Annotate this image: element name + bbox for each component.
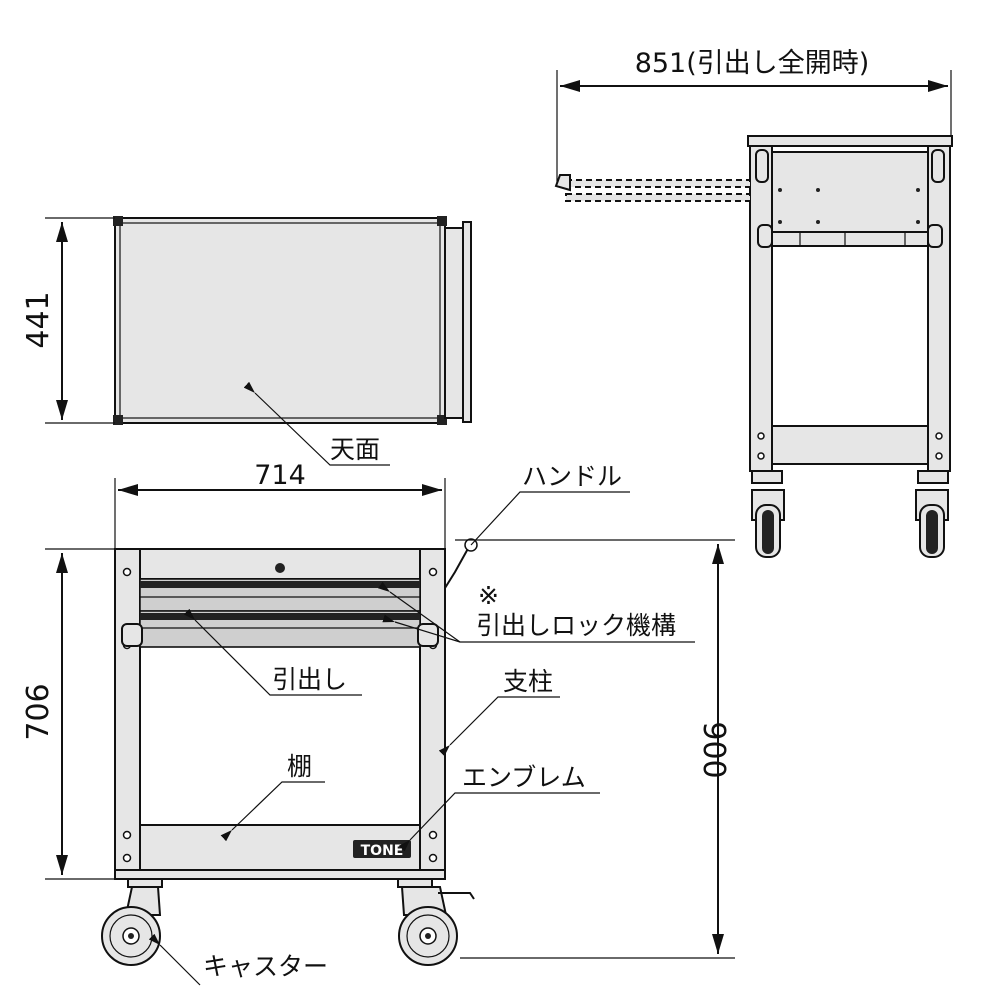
top-surface-panel <box>114 217 446 424</box>
caster-leader <box>148 933 201 986</box>
drawer-lock-label: 引出しロック機構 <box>476 611 676 640</box>
front-view: 714 TONE <box>21 460 735 986</box>
caster-right <box>397 878 475 966</box>
shelf-label: 棚 <box>287 752 312 781</box>
handle-label: ハンドル <box>522 462 622 491</box>
handle-leader <box>470 491 630 546</box>
side-post-rear <box>927 145 951 472</box>
depth-dimension-label: 441 <box>21 291 56 348</box>
side-caster-rear <box>915 470 949 558</box>
left-post <box>114 548 141 880</box>
corner-cap <box>113 415 123 425</box>
total-height-dimension-label: 900 <box>696 721 731 778</box>
emblem-label: エンブレム <box>462 763 586 792</box>
lock-keyhole <box>275 563 285 573</box>
drawer-label: 引出し <box>272 665 347 694</box>
top-surface-inner <box>119 222 441 419</box>
shelf <box>139 824 421 871</box>
top-view: 441 天面 <box>21 216 472 466</box>
corner-cap <box>437 216 447 226</box>
corner-cap <box>113 216 123 226</box>
side-post-front <box>749 145 773 472</box>
emblem-plate <box>353 840 411 858</box>
drawer-open-dimension-label: 851(引出し全開時) <box>635 48 870 79</box>
open-drawer-lower <box>565 193 751 202</box>
caster-label: キャスター <box>203 952 328 981</box>
note-mark: ※ <box>478 581 499 610</box>
side-shelf <box>771 425 929 465</box>
width-dimension-label: 714 <box>254 460 306 491</box>
right-post <box>419 548 446 880</box>
corner-cap <box>437 415 447 425</box>
handle-side <box>444 544 471 589</box>
side-view: 851(引出し全開時) <box>554 48 953 558</box>
shelf-leader <box>220 781 325 842</box>
post-leader <box>438 696 560 757</box>
top-surface-leader <box>243 381 390 466</box>
open-drawer-upper <box>565 179 751 188</box>
handle-bar-top <box>462 221 472 423</box>
handle-top <box>444 227 464 419</box>
side-caster-front <box>751 470 785 558</box>
side-top-board <box>747 135 953 147</box>
post-label: 支柱 <box>503 667 553 696</box>
top-surface-label: 天面 <box>330 435 380 464</box>
brand-logo: TONE <box>361 843 404 859</box>
drawer-leader <box>183 608 362 696</box>
emblem-leader <box>398 792 600 852</box>
frame-height-dimension-label: 706 <box>21 683 56 740</box>
caster-left <box>101 878 163 966</box>
side-panel <box>771 151 929 243</box>
